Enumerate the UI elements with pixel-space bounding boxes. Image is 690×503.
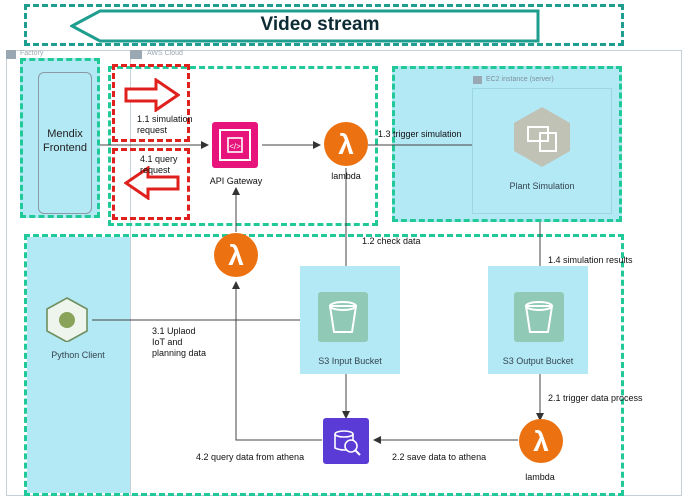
trigger-process-label: 2.1 trigger data process	[548, 393, 643, 403]
query-athena-label: 4.2 query data from athena	[196, 452, 305, 462]
video-stream-title: Video stream	[260, 14, 380, 35]
svg-text:λ: λ	[533, 426, 549, 457]
video-stream-banner	[24, 4, 624, 46]
query-request-text: 4.1 query request	[140, 154, 178, 175]
factory-group-label: Factory	[20, 50, 44, 57]
query-request-label: 4.1 query request	[140, 154, 200, 176]
aws-cloud-group-label: AWS Cloud	[147, 50, 183, 57]
video-stream-arrow	[70, 9, 540, 43]
s3-output-frame	[488, 266, 588, 374]
check-data-label: 1.2 check data	[362, 236, 421, 246]
query-request-arrow-icon	[124, 166, 180, 200]
lambda-top-icon: λ	[324, 122, 368, 166]
sim-request-arrow-icon	[124, 78, 180, 112]
edge-query-athena	[232, 281, 322, 441]
ec2-group-label: EC2 instance (server)	[486, 76, 554, 83]
ec2-icon	[473, 76, 482, 84]
aws-top-group	[108, 66, 378, 226]
s3-input-label: S3 Input Bucket	[318, 356, 382, 366]
api-gateway-icon: </>	[212, 122, 258, 168]
svg-text:λ: λ	[338, 129, 354, 160]
s3-output-label: S3 Output Bucket	[502, 356, 574, 366]
save-athena-label: 2.2 save data to athena	[392, 452, 487, 462]
svg-text:λ: λ	[228, 240, 244, 271]
python-client-icon	[46, 297, 88, 342]
aws-cloud-icon	[130, 50, 142, 59]
lambda-mid-icon: λ	[214, 233, 258, 277]
plant-simulation-label: Plant Simulation	[509, 181, 575, 191]
sim-request-label: 1.1 simulation request	[137, 114, 217, 136]
sim-results-label: 1.4 simulation results	[548, 255, 633, 265]
frontend-box	[38, 72, 92, 214]
plant-simulation-frame	[472, 88, 612, 214]
s3-input-frame	[300, 266, 400, 374]
sim-request-text: 1.1 simulation request	[137, 114, 193, 135]
python-client-panel	[27, 237, 130, 493]
lambda-bottom-label: lambda	[525, 472, 555, 482]
frontend-label: Mendix Frontend	[38, 127, 92, 155]
factory-icon	[6, 50, 16, 59]
athena-icon	[323, 418, 369, 464]
lambda-top-label: lambda	[331, 171, 361, 181]
plant-simulation-icon	[514, 107, 570, 167]
s3-input-icon	[318, 292, 368, 342]
sim-request-box	[112, 64, 190, 142]
lower-group	[24, 234, 624, 496]
svg-text:</>: </>	[229, 142, 241, 151]
ec2-group	[392, 66, 622, 222]
trigger-simulation-label: 1.3 trigger simulation	[378, 129, 462, 139]
upload-label: 3.1 Uplaod IoT and planning data	[152, 326, 232, 359]
python-client-label: Python Client	[51, 350, 105, 360]
api-gateway-label: API Gateway	[209, 176, 263, 186]
query-request-box	[112, 148, 190, 220]
s3-output-icon	[514, 292, 564, 342]
frontend-label-text: Mendix Frontend	[42, 128, 88, 154]
upload-text: 3.1 Uplaod IoT and planning data	[152, 326, 207, 358]
lambda-bottom-icon: λ	[519, 419, 563, 463]
